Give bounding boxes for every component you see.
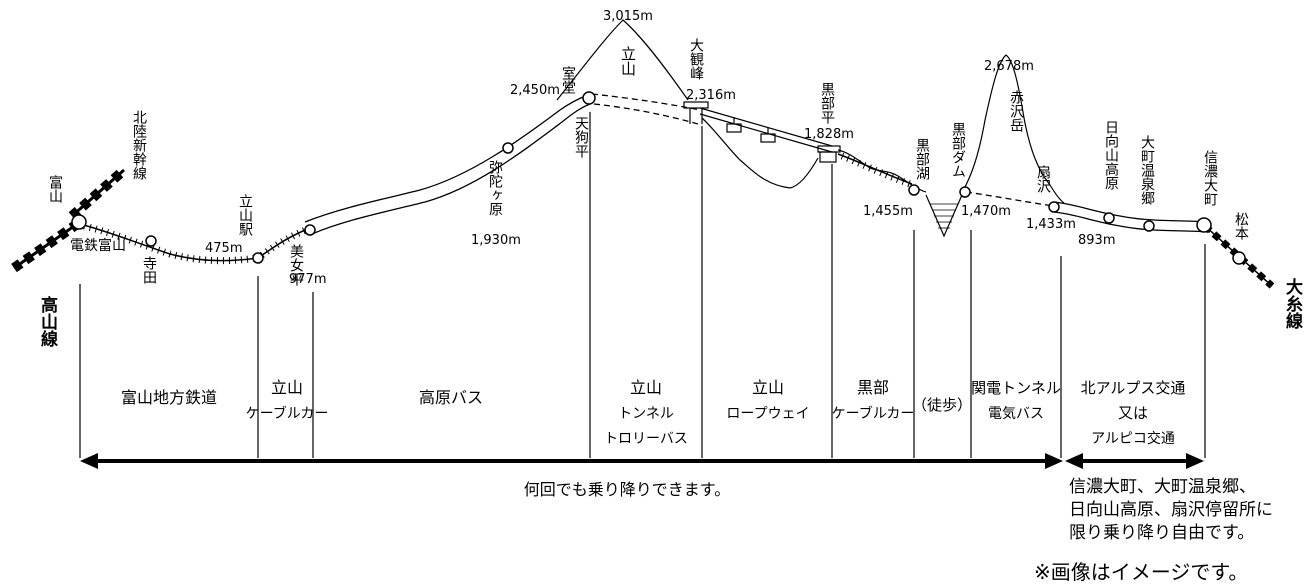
station-marker-matsumoto xyxy=(1232,251,1246,265)
station-marker-bijodaira xyxy=(304,224,316,236)
kurobeko-name: 黒部湖 xyxy=(914,138,930,181)
murodo-elev: 2,450m xyxy=(510,83,560,98)
segment-kanden-2: 電気バス xyxy=(988,406,1044,422)
segment-kurobe-cable-1: 黒部 xyxy=(857,378,889,397)
dentetsu-toyama-label: 電鉄富山 xyxy=(70,237,126,254)
segment-alpico-3: アルピコ交通 xyxy=(1091,430,1175,447)
station-marker-omachi-onsen xyxy=(1143,220,1155,232)
hinatayama-elev: 893m xyxy=(1078,233,1115,248)
bijodaira-elev: 977m xyxy=(289,272,326,287)
segment-ropeway-2: ロープウェイ xyxy=(726,406,809,422)
alpico-bus-road xyxy=(1053,201,1211,233)
segment-kogen-bus: 高原バス xyxy=(419,388,483,407)
murodo-name: 室堂 xyxy=(560,65,576,94)
segment-toyama-chiho: 富山地方鉄道 xyxy=(121,388,217,407)
segment-alpico-1: 北アルプス交通 xyxy=(1081,379,1186,397)
station-marker-midagahara xyxy=(502,142,514,154)
terrain-outline xyxy=(556,19,1065,204)
ogizawa-name: 扇沢 xyxy=(1035,165,1051,193)
hinatayama-name: 日向山高原 xyxy=(1103,120,1119,190)
bijodaira-name: 美女平 xyxy=(288,244,304,286)
kurobe-lake xyxy=(925,194,963,238)
kurobe-cable-line xyxy=(837,153,913,185)
main-arrow xyxy=(80,453,1063,469)
sub-note-line-2: 日向山高原、扇沢停留所に xyxy=(1069,500,1273,520)
midagahara-name: 弥陀ヶ原 xyxy=(487,159,503,216)
takayama-line-track xyxy=(11,217,83,273)
station-marker-tateyama xyxy=(252,252,264,264)
sub-note-line-1: 信濃大町、大町温泉郷、 xyxy=(1069,477,1256,497)
kurobe-cable-ties xyxy=(840,152,912,188)
hokuriku-shinkansen-label: 北陸新幹線 xyxy=(131,110,147,180)
midagahara-elev: 1,930m xyxy=(471,233,521,248)
tateyama-station-name: 立山駅 xyxy=(237,194,253,236)
lake-water-lines xyxy=(930,203,958,229)
shinano-omachi-name: 信濃大町 xyxy=(1202,150,1218,206)
sub-note-line-3: 限り乗り降り自由です。 xyxy=(1069,523,1255,543)
segment-trolley-3: トロリーバス xyxy=(604,431,688,447)
segment-tateyama-cable-1: 立山 xyxy=(271,378,303,397)
segment-trolley-1: 立山 xyxy=(630,378,662,397)
station-marker-terada xyxy=(145,235,157,247)
railway-ties xyxy=(83,222,257,265)
omachi-onsen-name: 大町温泉郷 xyxy=(1139,135,1155,205)
station-marker-ogizawa xyxy=(1048,201,1060,213)
sub-arrow xyxy=(1065,453,1204,469)
trolley-tunnel xyxy=(591,93,701,125)
kurobe-dam-name: 黒部ダム xyxy=(950,122,966,178)
ogizawa-elev: 1,433m xyxy=(1026,217,1076,232)
kurobeko-elev: 1,455m xyxy=(863,204,913,219)
segment-walk: （徒歩） xyxy=(912,396,972,414)
image-disclaimer: ※画像はイメージです。 xyxy=(1034,560,1249,584)
section-dividers xyxy=(79,112,1206,458)
tateyama-peak-name: 立山 xyxy=(619,46,637,76)
station-marker-murodo xyxy=(582,91,596,105)
segment-kurobe-cable-2: ケーブルカー xyxy=(832,405,915,422)
kogen-bus-road xyxy=(304,94,591,235)
matsumoto-name: 松本 xyxy=(1233,212,1249,240)
oito-line-label: 大糸線 xyxy=(1282,277,1303,330)
ropeway xyxy=(683,101,841,163)
main-arrow-caption: 何回でも乗り降りできます。 xyxy=(524,480,730,499)
kurobe-dam-elev: 1,470m xyxy=(961,204,1011,219)
toyama-label: 富山 xyxy=(47,174,63,203)
kanden-tunnel xyxy=(965,191,1055,207)
station-marker-kurobe-dam xyxy=(959,186,971,198)
station-marker-toyama xyxy=(71,214,87,230)
daikanbo-name: 大観峰 xyxy=(688,38,704,80)
segment-ropeway-1: 立山 xyxy=(752,378,784,397)
kurobedaira-elev: 1,828m xyxy=(804,127,854,142)
tengudaira-name: 天狗平 xyxy=(573,116,589,158)
daikanbo-elev: 2,316m xyxy=(686,88,736,103)
segment-alpico-2: 又は xyxy=(1118,404,1148,422)
takayama-line-label: 高山線 xyxy=(37,295,58,348)
kurobedaira-name: 黒部平 xyxy=(819,82,835,124)
segment-trolley-2: トンネル xyxy=(618,406,674,422)
hokuriku-shinkansen-track xyxy=(68,166,128,220)
tateyama-elev: 3,015m xyxy=(603,9,653,24)
akazawadake-elev: 2,678m xyxy=(984,59,1034,74)
station-marker-shinano-omachi xyxy=(1196,217,1212,233)
station-markers xyxy=(71,91,1246,265)
station-marker-kurobeko xyxy=(908,184,920,196)
akazawadake-name: 赤沢岳 xyxy=(1008,90,1024,132)
tateyama-station-elev: 475m xyxy=(205,241,242,256)
station-marker-hinatayama xyxy=(1103,212,1115,224)
terada-label: 寺田 xyxy=(141,256,157,284)
segment-kanden-1: 関電トンネル xyxy=(971,379,1061,397)
segment-tateyama-cable-2: ケーブルカー xyxy=(246,405,329,422)
